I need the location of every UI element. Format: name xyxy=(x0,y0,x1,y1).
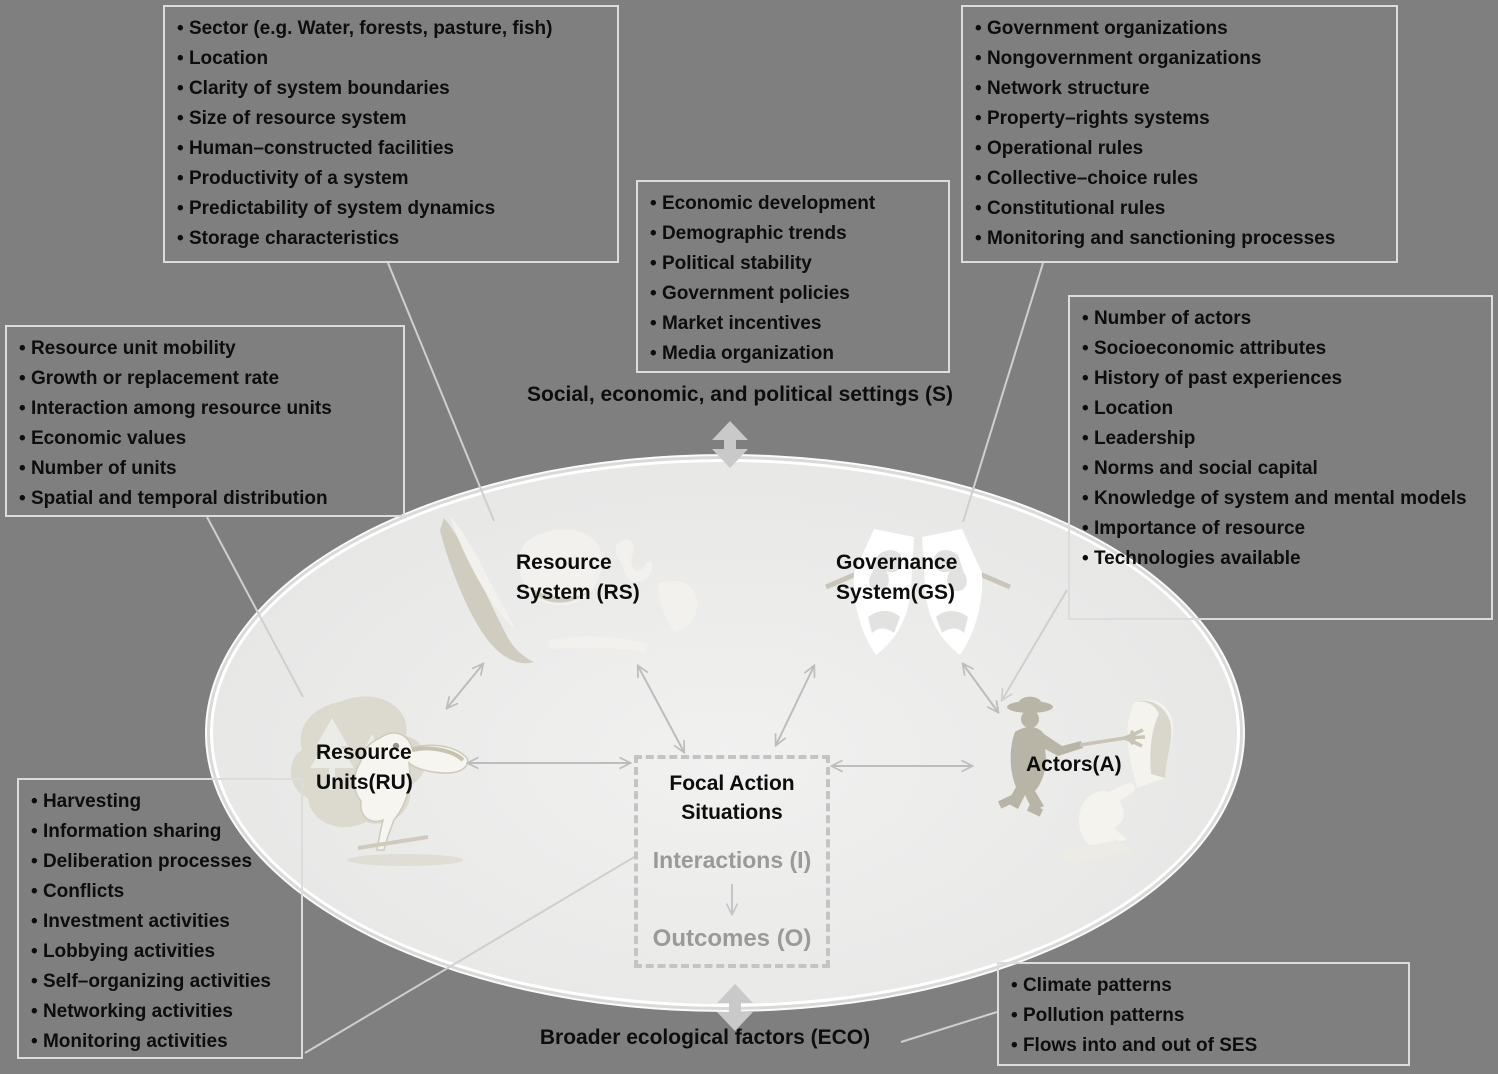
list-item: Property–rights systems xyxy=(975,104,1384,134)
list-item: Networking activities xyxy=(31,997,289,1027)
list-item: Investment activities xyxy=(31,907,289,937)
list-item: Number of units xyxy=(19,454,391,484)
resource-system-label-line1: Resource xyxy=(516,551,612,574)
list-item: Location xyxy=(177,44,605,74)
focal-action-situations-box: Focal Action Situations Interactions (I)… xyxy=(634,755,830,968)
resource-units-label-line1: Resource xyxy=(316,741,412,764)
list-item: Clarity of system boundaries xyxy=(177,74,605,104)
list-item: Size of resource system xyxy=(177,104,605,134)
list-item: Growth or replacement rate xyxy=(19,364,391,394)
list-item: Importance of resource xyxy=(1082,514,1479,544)
eco-label: Broader ecological factors (ECO) xyxy=(539,1026,871,1049)
list-item: Economic development xyxy=(650,189,936,219)
list-item: Pollution patterns xyxy=(1011,1001,1396,1031)
list-item: Location xyxy=(1082,394,1479,424)
governance-system-node: Governance System(GS) xyxy=(836,548,957,608)
list-item: Political stability xyxy=(650,249,936,279)
focal-title: Focal Action Situations xyxy=(638,769,826,827)
ecological-factors-box: Climate patternsPollution patternsFlows … xyxy=(997,962,1410,1066)
list-item: Norms and social capital xyxy=(1082,454,1479,484)
list-item: Deliberation processes xyxy=(31,847,289,877)
list-item: Flows into and out of SES xyxy=(1011,1031,1396,1061)
list-item: Human–constructed facilities xyxy=(177,134,605,164)
interaction-activities-list: HarvestingInformation sharingDeliberatio… xyxy=(31,787,289,1057)
resource-units-label-line2: Units(RU) xyxy=(316,771,413,794)
list-item: Knowledge of system and mental models xyxy=(1082,484,1479,514)
list-item: Harvesting xyxy=(31,787,289,817)
list-item: Media organization xyxy=(650,339,936,369)
interaction-activities-box: HarvestingInformation sharingDeliberatio… xyxy=(17,778,303,1059)
focal-title-line2: Situations xyxy=(681,801,783,824)
list-item: Socioeconomic attributes xyxy=(1082,334,1479,364)
list-item: Sector (e.g. Water, forests, pasture, fi… xyxy=(177,14,605,44)
list-item: Market incentives xyxy=(650,309,936,339)
list-item: Self–organizing activities xyxy=(31,967,289,997)
social-settings-list: Economic developmentDemographic trendsPo… xyxy=(650,189,936,369)
actor-attributes-list: Number of actorsSocioeconomic attributes… xyxy=(1082,304,1479,574)
list-item: Interaction among resource units xyxy=(19,394,391,424)
list-item: Demographic trends xyxy=(650,219,936,249)
resource-system-node: Resource System (RS) xyxy=(516,548,640,608)
list-item: Technologies available xyxy=(1082,544,1479,574)
governance-system-label-line1: Governance xyxy=(836,551,958,574)
list-item: Predictability of system dynamics xyxy=(177,194,605,224)
list-item: History of past experiences xyxy=(1082,364,1479,394)
actor-attributes-box: Number of actorsSocioeconomic attributes… xyxy=(1068,295,1493,620)
list-item: Conflicts xyxy=(31,877,289,907)
list-item: Leadership xyxy=(1082,424,1479,454)
list-item: Resource unit mobility xyxy=(19,334,391,364)
resource-system-label-line2: System (RS) xyxy=(516,581,640,604)
interactions-label: Interactions (I) xyxy=(652,847,812,873)
resource-system-attributes-box: Sector (e.g. Water, forests, pasture, fi… xyxy=(163,5,619,263)
ecological-factors-list: Climate patternsPollution patternsFlows … xyxy=(1011,971,1396,1061)
list-item: Monitoring activities xyxy=(31,1027,289,1057)
governance-attributes-box: Government organizationsNongovernment or… xyxy=(961,5,1398,263)
list-item: Productivity of a system xyxy=(177,164,605,194)
list-item: Government policies xyxy=(650,279,936,309)
resource-system-attributes-list: Sector (e.g. Water, forests, pasture, fi… xyxy=(177,14,605,254)
list-item: Collective–choice rules xyxy=(975,164,1384,194)
list-item: Government organizations xyxy=(975,14,1384,44)
list-item: Lobbying activities xyxy=(31,937,289,967)
outcomes-label: Outcomes (O) xyxy=(652,925,812,952)
list-item: Storage characteristics xyxy=(177,224,605,254)
resource-unit-attributes-list: Resource unit mobilityGrowth or replacem… xyxy=(19,334,391,514)
list-item: Monitoring and sanctioning processes xyxy=(975,224,1384,254)
list-item: Spatial and temporal distribution xyxy=(19,484,391,514)
actors-node: Actors(A) xyxy=(1026,750,1122,780)
list-item: Nongovernment organizations xyxy=(975,44,1384,74)
list-item: Number of actors xyxy=(1082,304,1479,334)
list-item: Economic values xyxy=(19,424,391,454)
resource-unit-attributes-box: Resource unit mobilityGrowth or replacem… xyxy=(5,325,405,517)
focal-title-line1: Focal Action xyxy=(669,772,795,795)
actors-label: Actors(A) xyxy=(1026,753,1122,776)
list-item: Information sharing xyxy=(31,817,289,847)
list-item: Network structure xyxy=(975,74,1384,104)
governance-system-label-line2: System(GS) xyxy=(836,581,956,604)
social-settings-box: Economic developmentDemographic trendsPo… xyxy=(636,180,950,373)
settings-label: Social, economic, and political settings… xyxy=(527,383,953,406)
list-item: Operational rules xyxy=(975,134,1384,164)
list-item: Climate patterns xyxy=(1011,971,1396,1001)
governance-attributes-list: Government organizationsNongovernment or… xyxy=(975,14,1384,254)
list-item: Constitutional rules xyxy=(975,194,1384,224)
resource-units-node: Resource Units(RU) xyxy=(316,738,413,798)
